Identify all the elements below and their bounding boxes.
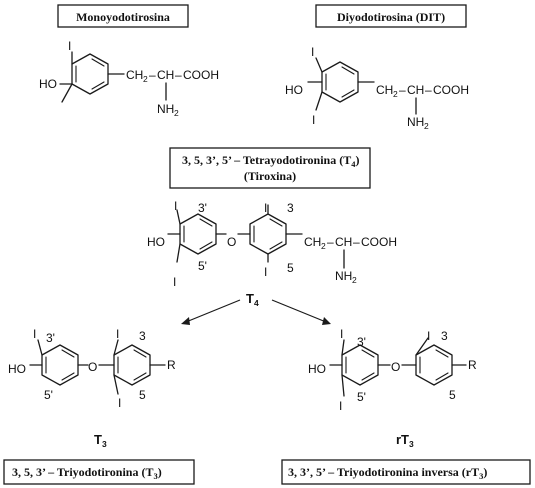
mit-hydroxyl: HO — [39, 77, 57, 91]
t3-structure: I 3' 5' HO O I 3 I 5 R T3 — [8, 327, 176, 449]
t3-hydroxyl: HO — [8, 362, 26, 376]
rt3-iodine-3p: I — [340, 327, 343, 341]
svg-text:–: – — [175, 68, 182, 82]
t4-pos-3p: 3' — [198, 201, 207, 215]
mit-ring — [71, 53, 109, 95]
rt3-symbol: rT3 — [396, 432, 414, 449]
t4-iodine-5p: I — [173, 275, 176, 289]
svg-text:–: – — [353, 235, 360, 249]
t3-r-group: R — [167, 358, 176, 372]
mit-iodine: I — [68, 39, 71, 53]
rt3-r-group: R — [468, 358, 477, 372]
mit-nh2: NH — [157, 102, 174, 116]
rt3-pos-3: 3 — [441, 329, 448, 343]
t4-iodine-3: I — [264, 201, 267, 215]
dit-iodine-bottom: I — [312, 113, 315, 127]
dit-nh2: NH — [407, 115, 424, 129]
svg-text:–: – — [149, 68, 156, 82]
dit-title-box — [315, 4, 467, 28]
mit-lower-bond — [61, 83, 73, 103]
svg-text:2: 2 — [174, 108, 179, 118]
rt3-hydroxyl: HO — [308, 362, 326, 376]
dit-title: Diyodotirosina (DIT) — [337, 10, 445, 24]
dit-ring — [321, 61, 359, 103]
t4-structure: I 3' I 5' HO O I 3 I 5 CH 2 – CH – COOH … — [147, 199, 397, 308]
t4-pos-5p: 5' — [198, 259, 207, 273]
t3-ring-b — [113, 344, 151, 386]
svg-text:2: 2 — [143, 74, 148, 84]
arrow-to-rt3 — [271, 299, 327, 323]
t4-title-line1: 3, 5, 3’, 5’ – Tetrayodotironina (T4) — [182, 153, 359, 169]
mit-ch2: CH — [126, 68, 143, 82]
rt3-pos-5p: 5' — [357, 390, 366, 404]
svg-text:2: 2 — [321, 241, 326, 251]
t4-iodine-5: I — [264, 265, 267, 279]
dit-ch2: CH — [376, 83, 393, 97]
t4-iodine-3p: I — [174, 199, 177, 213]
t4-ether-oxygen: O — [227, 235, 236, 249]
svg-text:2: 2 — [393, 89, 398, 99]
rt3-title: 3, 3’, 5’ – Triyodotironina inversa (rT3… — [288, 465, 487, 481]
t4-ch: CH — [335, 235, 352, 249]
t3-pos-3: 3 — [139, 329, 146, 343]
svg-text:2: 2 — [424, 121, 429, 131]
mit-ch: CH — [157, 68, 174, 82]
rt3-title-box — [281, 459, 531, 485]
dit-structure: Diyodotirosina (DIT) I I HO CH 2 – CH – … — [285, 4, 469, 131]
t3-iodine-3: I — [116, 327, 119, 341]
rt3-pos-3p: 3' — [357, 335, 366, 349]
t4-hydroxyl: HO — [147, 235, 165, 249]
dit-hydroxyl: HO — [285, 83, 303, 97]
rt3-pos-5: 5 — [449, 388, 456, 402]
t3-ether-oxygen: O — [88, 360, 97, 374]
t4-symbol: T4 — [246, 291, 259, 308]
t3-title: 3, 5, 3’ – Triyodotironina (T3) — [12, 465, 162, 481]
dit-iodine-top: I — [311, 45, 314, 59]
svg-text:2: 2 — [352, 275, 357, 285]
dit-cooh: COOH — [433, 83, 469, 97]
t4-title-line2: (Tiroxina) — [244, 169, 296, 183]
t4-nh2: NH — [335, 269, 352, 283]
t4-pos-3: 3 — [287, 201, 294, 215]
t4-cooh: COOH — [361, 235, 397, 249]
svg-text:–: – — [425, 83, 432, 97]
t3-ring-a — [41, 344, 79, 386]
rt3-iodine-3: I — [427, 329, 430, 343]
svg-text:–: – — [399, 83, 406, 97]
conversion-arrows — [181, 299, 331, 325]
t4-ch2: CH — [304, 235, 321, 249]
dit-ch: CH — [407, 83, 424, 97]
svg-text:–: – — [327, 235, 334, 249]
t3-title-box — [3, 459, 195, 485]
arrow-to-t3 — [185, 299, 241, 323]
rt3-iodine-5p: I — [339, 399, 342, 413]
rt3-ether-oxygen: O — [391, 360, 400, 374]
t4-title-box — [169, 147, 371, 189]
t3-pos-3p: 3' — [46, 331, 55, 345]
mit-cooh: COOH — [183, 68, 219, 82]
mit-title-box — [57, 4, 189, 28]
mit-title: Monoyodotirosina — [76, 10, 170, 24]
t4-ring-a — [179, 213, 217, 255]
t3-pos-5: 5 — [139, 388, 146, 402]
t3-symbol: T3 — [94, 432, 107, 449]
t3-pos-5p: 5' — [44, 388, 53, 402]
mit-structure: Monoyodotirosina I HO CH 2 – CH – COOH N… — [39, 4, 219, 118]
t4-ring-b — [249, 213, 287, 255]
rt3-ring-a — [341, 344, 379, 386]
rt3-ring-b — [415, 344, 453, 386]
t3-iodine-3p: I — [33, 327, 36, 341]
t3-iodine-5: I — [118, 396, 121, 410]
rt3-structure: I 3' I 5' HO O I 3 5 R rT3 — [308, 327, 477, 449]
t4-pos-5: 5 — [287, 261, 294, 275]
